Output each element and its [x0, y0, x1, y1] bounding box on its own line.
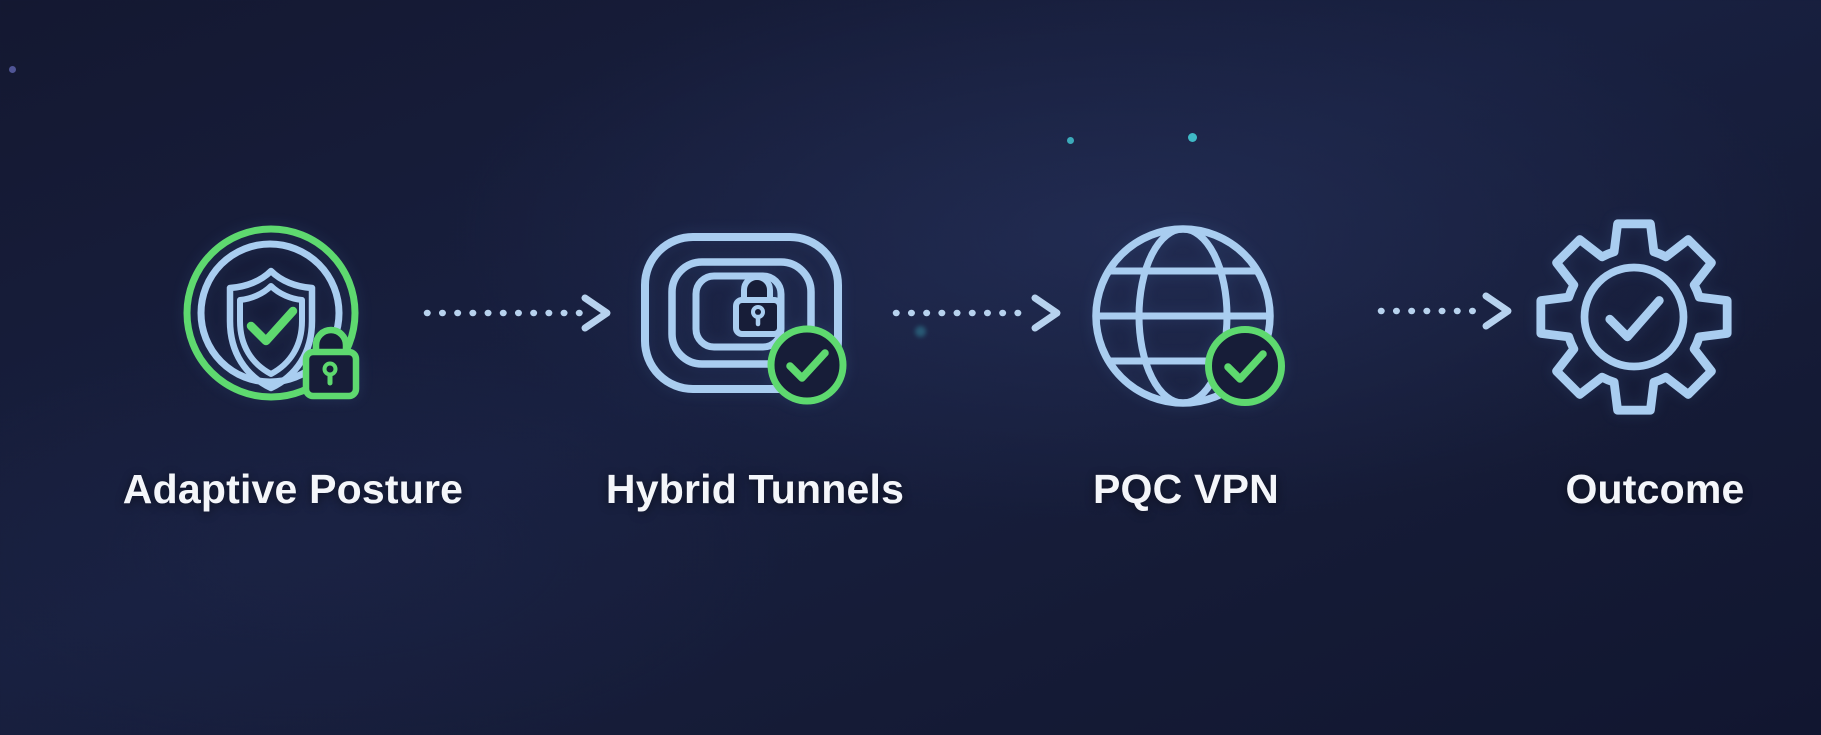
decorative-dot: [915, 326, 926, 337]
dashed-arrow-icon: [423, 294, 611, 332]
shield-check-lock-icon: [183, 225, 360, 401]
step-label-hybrid-tunnels: Hybrid Tunnels: [605, 466, 905, 512]
dashed-arrow-icon: [892, 294, 1061, 332]
decorative-dot: [1067, 137, 1074, 144]
step-label-pqc-vpn: PQC VPN: [1093, 466, 1279, 512]
decorative-dot: [9, 66, 16, 73]
tunnel-lock-check-icon: [641, 233, 847, 405]
gear-check-icon: [1536, 219, 1732, 415]
dashed-arrow-icon: [1377, 292, 1512, 330]
step-label-adaptive-posture: Adaptive Posture: [122, 466, 464, 512]
globe-check-icon: [1092, 225, 1285, 407]
decorative-dot: [1188, 133, 1197, 142]
step-label-outcome: Outcome: [1565, 466, 1745, 512]
